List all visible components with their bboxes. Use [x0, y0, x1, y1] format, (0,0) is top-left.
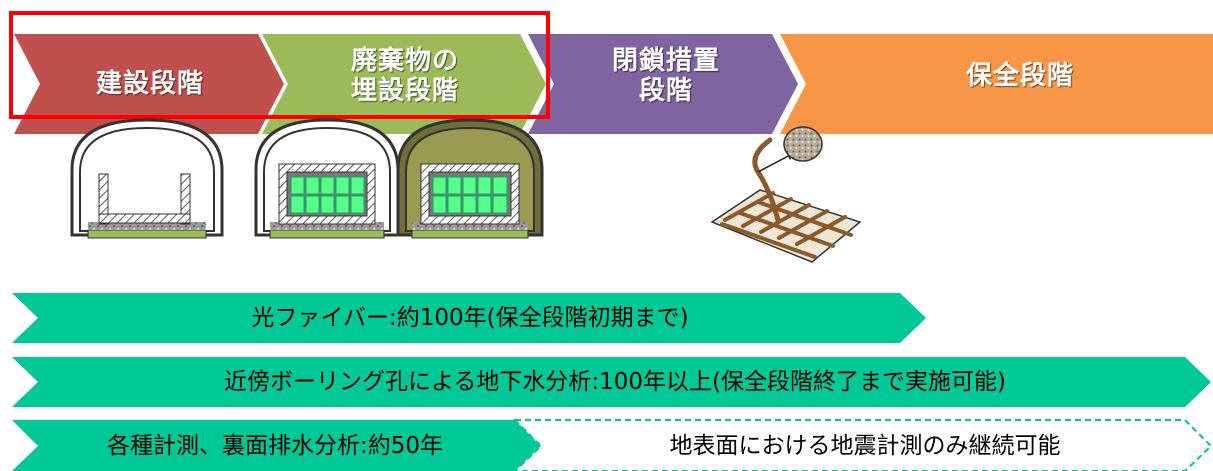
tunnel-emplacement-icon [254, 118, 400, 239]
phase-label-preservation: 保全段階 [965, 61, 1074, 91]
bar-label-various-measurements: 各種計測、裏面排水分析:約50年 [106, 433, 443, 459]
phase-label-construction: 建設段階 [95, 69, 204, 99]
bar-label-optical-fiber: 光ファイバー:約100年(保全段階初期まで) [251, 305, 689, 331]
tunnel-backfilled-icon [396, 118, 544, 239]
bar-optical-fiber [12, 293, 926, 343]
tunnel-construction-icon [70, 118, 224, 239]
phase-arrow-preservation [780, 34, 1213, 134]
phase-arrow-construction [14, 34, 284, 134]
highlight-frame [9, 11, 550, 119]
phase-label-emplacement: 廃棄物の 埋設段階 [350, 46, 459, 106]
bar-seismic-continuation [512, 419, 1213, 471]
bar-label-seismic-continuation: 地表面における地震計測のみ継続可能 [669, 433, 1061, 459]
bar-label-groundwater-analysis: 近傍ボーリング孔による地下水分析:100年以上(保全段階終了まで実施可能) [224, 369, 1006, 395]
decayed-cable-grid-icon [710, 126, 862, 263]
phase-arrow-closure [528, 34, 798, 134]
phase-label-closure: 閉鎖措置 段階 [611, 46, 720, 106]
bar-various-measurements [12, 420, 541, 471]
bar-groundwater-analysis [12, 357, 1211, 407]
phase-arrow-emplacement [262, 34, 546, 134]
